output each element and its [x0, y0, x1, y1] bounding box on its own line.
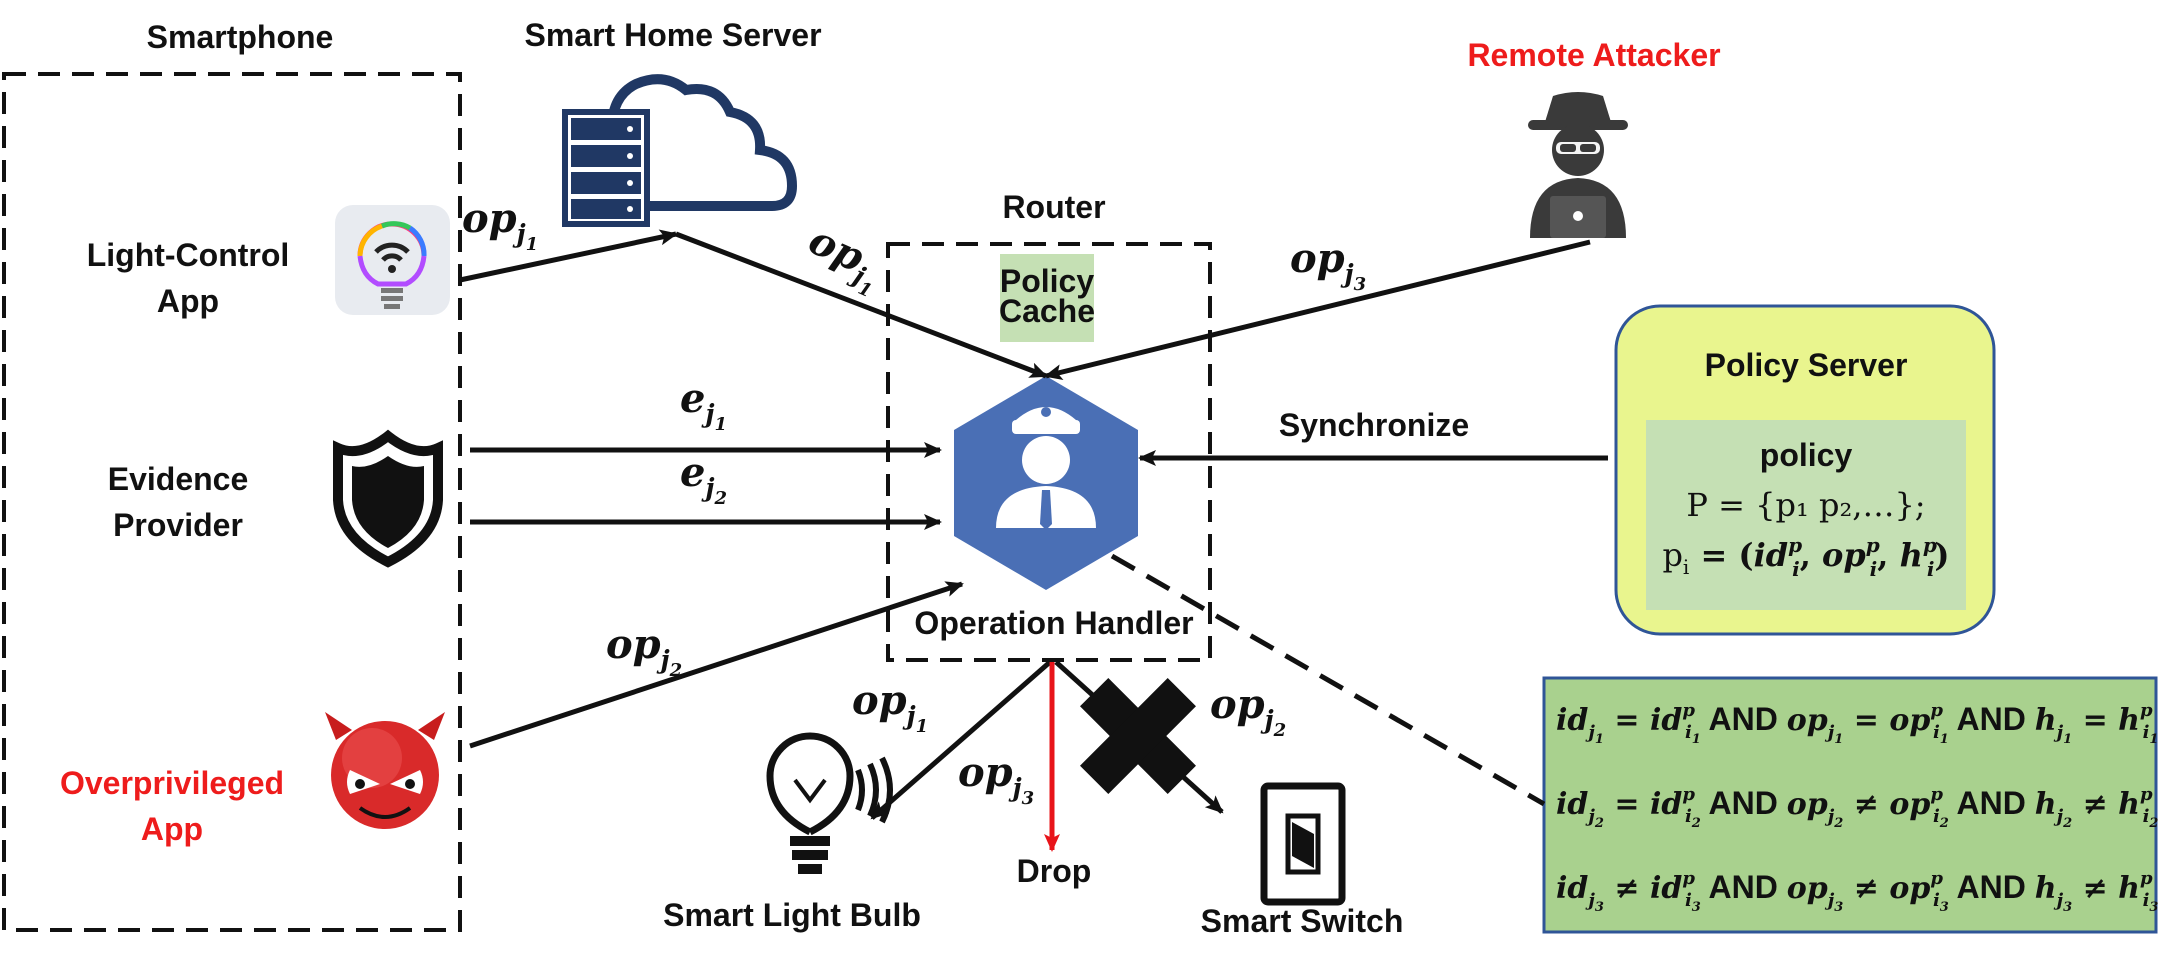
smart-switch-label: Smart Switch — [1201, 903, 1404, 939]
policy-cache: Policy Cache — [999, 254, 1095, 342]
arrow-label-e-j1: ej1 — [680, 375, 727, 435]
shield-icon — [333, 429, 443, 568]
arrow-label-op-j3-drop: opj3 — [958, 749, 1034, 809]
arrow-attacker-to-router — [1044, 239, 1591, 380]
smartphone-label: Smartphone — [147, 19, 334, 55]
smart-bulb-app-icon — [335, 205, 450, 315]
light-bulb-icon — [766, 732, 893, 874]
light-control-label-1: Light-Control — [87, 237, 290, 273]
policy-server-title: Policy Server — [1705, 347, 1908, 383]
arrow-label-op-j1-bulb: opj1 — [852, 677, 928, 737]
light-control-label-2: App — [157, 283, 219, 319]
arrows — [459, 229, 1608, 820]
evidence-label-2: Provider — [113, 507, 243, 543]
arrow-overprivileged — [469, 581, 964, 749]
arrow-labels: opj1 opj1 opj3 ej1 ej2 opj2 opj1 opj3 opj2 — [462, 195, 1366, 809]
arrow-label-op-j2-app: opj2 — [606, 621, 682, 681]
arrow-label-op-j1-server: opj1 — [797, 216, 891, 302]
arrow-server-to-router — [675, 231, 1048, 379]
policy-cache-label-2: Cache — [999, 293, 1095, 329]
policy-word: policy — [1760, 437, 1853, 473]
operation-handler-label: Operation Handler — [914, 605, 1193, 641]
evidence-label-1: Evidence — [108, 461, 249, 497]
cloud-server-icon — [562, 74, 798, 227]
arrow-label-op-j2-switch: opj2 — [1210, 681, 1286, 741]
arrow-to-bulb — [870, 660, 1052, 820]
synchronize-label: Synchronize — [1279, 407, 1469, 443]
router-label: Router — [1002, 189, 1105, 225]
handler-to-conditions-dashed — [1110, 553, 1546, 807]
policy-cache-label-1: Policy — [1000, 263, 1094, 299]
arrow-label-op-j3-attacker: opj3 — [1290, 235, 1366, 295]
overprivileged-label-2: App — [141, 811, 203, 847]
conditions-box — [1542, 676, 2158, 934]
arrow-app-to-server — [459, 229, 678, 283]
cross-icon — [1080, 678, 1196, 794]
hacker-icon — [1528, 92, 1628, 238]
light-switch-icon — [1260, 782, 1346, 906]
operation-handler-icon — [954, 376, 1138, 590]
arrow-label-op-j1-app: opj1 — [462, 195, 538, 255]
devil-icon — [325, 712, 445, 829]
overprivileged-label-1: Overprivileged — [60, 765, 284, 801]
policy-set: P = {p₁ p₂,…}; — [1686, 486, 1925, 524]
policy-content-box — [1646, 420, 1966, 610]
remote-attacker-label: Remote Attacker — [1467, 37, 1720, 73]
drop-label: Drop — [1017, 853, 1092, 889]
smart-home-server-label: Smart Home Server — [524, 17, 821, 53]
smart-light-bulb-label: Smart Light Bulb — [663, 897, 921, 933]
arrow-label-e-j2: ej2 — [680, 449, 727, 509]
smartphone-box — [2, 72, 462, 932]
